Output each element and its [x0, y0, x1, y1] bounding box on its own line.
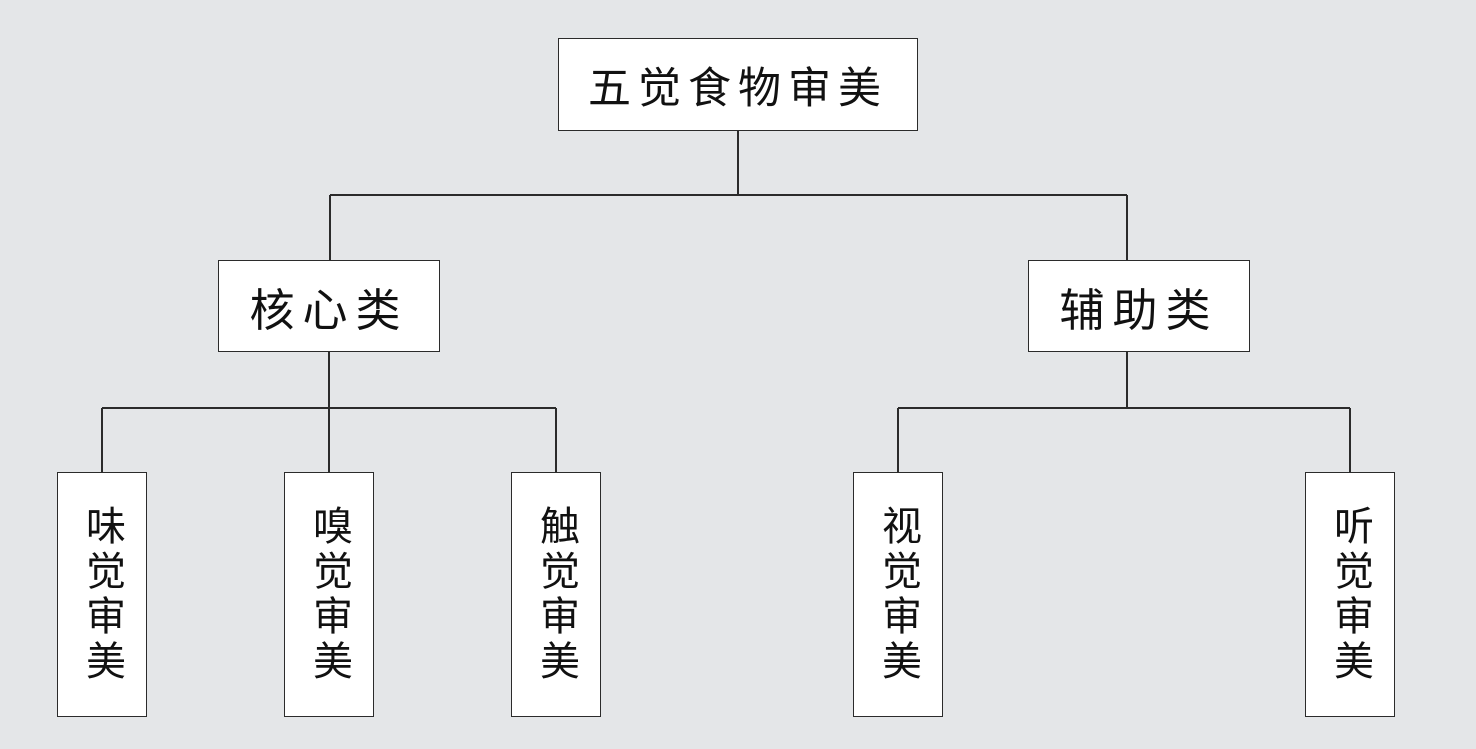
branch-node-core-label: 核心类 [249, 285, 409, 336]
leaf-node-visual: 视觉审美 [853, 472, 943, 717]
leaf-node-hearing: 听觉审美 [1305, 472, 1395, 717]
leaf-node-smell-label: 嗅觉审美 [307, 504, 352, 685]
leaf-node-taste-label: 味觉审美 [80, 504, 125, 685]
leaf-node-taste: 味觉审美 [57, 472, 147, 717]
leaf-node-touch: 触觉审美 [511, 472, 601, 717]
branch-node-core: 核心类 [218, 260, 440, 352]
branch-node-auxiliary-label: 辅助类 [1059, 285, 1219, 336]
root-node-label: 五觉食物审美 [588, 65, 888, 113]
leaf-node-touch-label: 触觉审美 [534, 504, 579, 685]
leaf-node-smell: 嗅觉审美 [284, 472, 374, 717]
leaf-node-hearing-label: 听觉审美 [1328, 504, 1373, 685]
branch-node-auxiliary: 辅助类 [1028, 260, 1250, 352]
leaf-node-visual-label: 视觉审美 [876, 504, 921, 685]
root-node-five-senses: 五觉食物审美 [558, 38, 918, 131]
